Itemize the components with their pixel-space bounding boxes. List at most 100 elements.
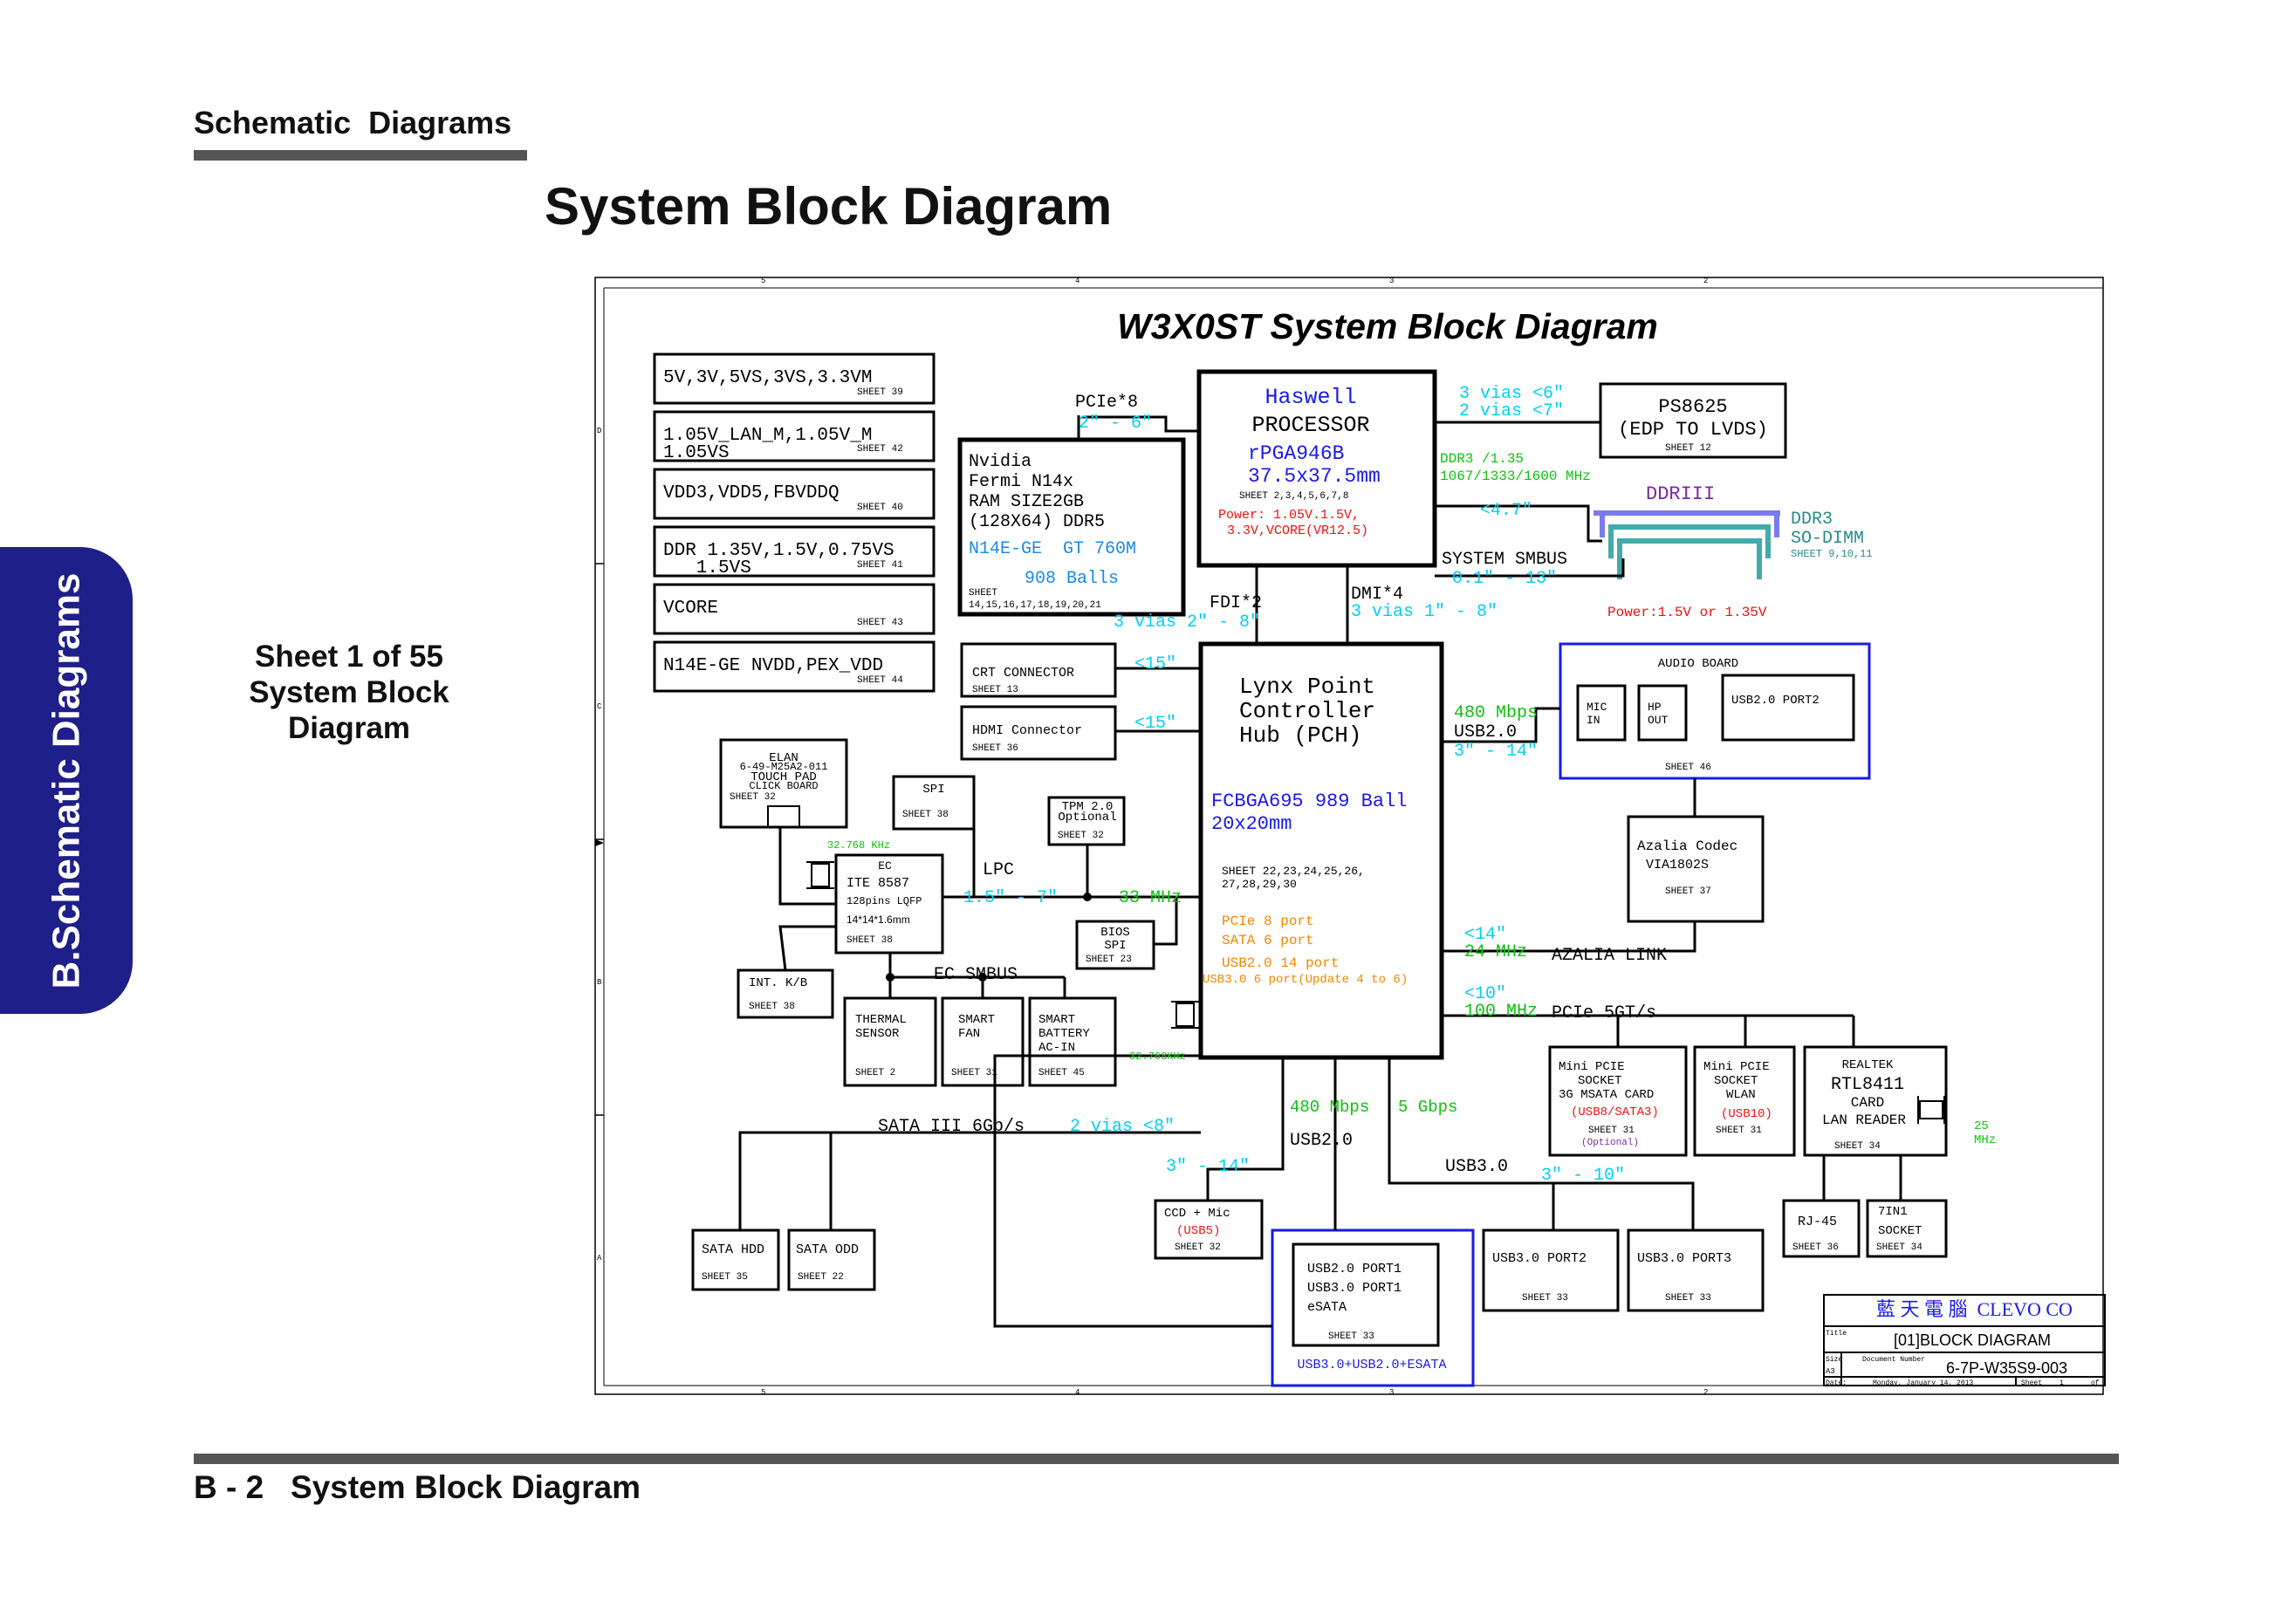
link-label: SATA III 6Gb/s (878, 1117, 1025, 1137)
sheet-ref: SHEET 39 (857, 387, 903, 398)
link-length: <14" (1464, 925, 1506, 945)
cpu-type: PROCESSOR (1251, 413, 1369, 438)
pch-port: SATA 6 port (1222, 933, 1314, 948)
power-box-label: VDD3,VDD5,FBVDDQ (663, 483, 840, 503)
link-label: PCIe*8 (1075, 393, 1138, 413)
title-block-label: of (2091, 1379, 2100, 1387)
link-label: USB2.0 (1290, 1131, 1353, 1151)
keyboard-label: INT. K/B (749, 976, 807, 990)
battery-line: BATTERY (1038, 1027, 1090, 1041)
pch-package: FCBGA695 989 Ball (1211, 790, 1407, 812)
border-number: 3 (1389, 277, 1394, 285)
pch-line: Lynx Point (1239, 674, 1375, 700)
page-title: System Block Diagram (545, 177, 1113, 236)
ddr-slot: SO-DIMM (1791, 529, 1864, 549)
audio-usb: USB2.0 PORT2 (1731, 694, 1820, 708)
sheet-frame (594, 277, 2104, 1395)
link-length: 3" - 14" (1166, 1157, 1250, 1177)
card-reader-block (1866, 1199, 1948, 1258)
title-block-doc: 6-7P-W35S9-003 (1946, 1359, 2067, 1377)
ec-line: ITE 8587 (846, 876, 909, 891)
link-length: 3" - 14" (1454, 742, 1538, 762)
power-box-label: N14E-GE NVDD,PEX_VDD (663, 656, 883, 676)
bios-line: BIOS (1100, 926, 1130, 940)
esata-line: USB2.0 PORT1 (1307, 1262, 1402, 1276)
sheet-ref: SHEET 22,23,24,25,26, (1222, 865, 1365, 878)
link-label: 480 Mbps (1454, 703, 1538, 723)
link-label: FDI*2 (1210, 593, 1262, 613)
usb3-port3-block (1627, 1228, 1765, 1312)
link-length: 3 vias 1" - 8" (1351, 602, 1498, 622)
sheet-ref: SHEET 35 (702, 1272, 748, 1283)
link-label: DDR3 /1.35 (1440, 451, 1524, 467)
sheet-ref: SHEET 38 (902, 810, 949, 820)
sheet-ref: SHEET 46 (1665, 763, 1711, 773)
cpu-size: 37.5x37.5mm (1248, 465, 1381, 488)
sheet-ref: SHEET 22 (798, 1272, 844, 1283)
title-block-label: Size (1826, 1356, 1842, 1364)
cpu-power: Power: 1.05V.1.5V, (1218, 508, 1360, 523)
border-number: 5 (761, 277, 765, 285)
gpu-block (957, 437, 1186, 617)
wiring (738, 415, 1902, 1328)
sheet-ref: SHEET 2,3,4,5,6,7,8 (1239, 491, 1348, 502)
sheet-ref: SHEET 36 (1792, 1242, 1839, 1253)
power-box-label: 1.05V_LAN_M,1.05V_M (663, 426, 872, 446)
border-number: 2 (1703, 1388, 1708, 1397)
realtek-line: CARD (1851, 1095, 1884, 1111)
codec-line: VIA1802S (1646, 858, 1709, 873)
esata-line: USB3.0 PORT1 (1307, 1281, 1402, 1296)
link-length: <15" (1134, 654, 1176, 674)
sheet-ref: SHEET 2 (855, 1068, 895, 1078)
sheet-note: Sheet 1 of 55 System Block Diagram (236, 639, 463, 746)
fan-line: SMART (958, 1013, 995, 1027)
power-box-label: 1.05VS (663, 443, 730, 463)
link-label: 24 MHz (1464, 942, 1527, 962)
border-letter: A (597, 1254, 602, 1263)
ec-line: 128pins LQFP (846, 895, 922, 907)
footer-rule (194, 1454, 2119, 1464)
ddr-slot: DDR3 (1791, 510, 1833, 530)
sheet-ref: SHEET 31 (951, 1068, 997, 1078)
power-box-label: VCORE (663, 599, 718, 619)
title-block-label: Document Number (1862, 1356, 1925, 1364)
sheet-ref: SHEET 9,10,11 (1791, 548, 1873, 560)
mic-label: IN (1587, 714, 1600, 727)
link-label: 100 MHz (1464, 1002, 1538, 1022)
pch-port: USB2.0 14 port (1222, 955, 1339, 971)
gpu-model: N14E-GE GT 760M (969, 539, 1136, 559)
crt-block (960, 642, 1117, 698)
sheet-ref: 27,28,29,30 (1222, 878, 1297, 891)
pch-line: Hub (PCH) (1239, 722, 1361, 749)
sheet-ref: SHEET 42 (857, 444, 903, 455)
spi-block (892, 775, 976, 831)
sheet-ref: SHEET 34 (1834, 1141, 1881, 1152)
msata-line: Mini PCIE (1559, 1060, 1625, 1074)
sheet-ref: SHEET 33 (1665, 1293, 1711, 1304)
ec-line: EC (878, 859, 892, 873)
rj45-label: RJ-45 (1798, 1215, 1837, 1229)
page-footer: B - 2 System Block Diagram (194, 1469, 641, 1505)
ddr-slot-icon (1593, 510, 1780, 579)
esata-block (1292, 1242, 1440, 1347)
msata-optional: (Optional) (1581, 1138, 1639, 1148)
touchpad-line: 6-49-M25A2-011 (740, 761, 828, 773)
sheet-ref: SHEET 34 (1876, 1242, 1922, 1253)
sheet-ref: SHEET 33 (1328, 1331, 1374, 1342)
mic-label: MIC (1587, 701, 1607, 714)
link-length: 1.5" - 7" (963, 888, 1058, 908)
section-header: Schematic Diagrams (194, 105, 512, 140)
touchpad-line: TOUCH PAD (750, 770, 817, 784)
sheet-ref: 14,15,16,17,18,19,20,21 (969, 600, 1101, 611)
sheet-note-line: Sheet 1 of 55 (255, 640, 443, 674)
ddr-label: DDRIII (1646, 483, 1715, 505)
codec-line: Azalia Codec (1637, 838, 1737, 854)
link-length: 2" - 6" (1079, 414, 1152, 434)
border-letter: B (597, 978, 602, 987)
sata-hdd-label: SATA HDD (702, 1242, 764, 1257)
touchpad-line: ELAN (769, 751, 798, 765)
card-reader-line: 7IN1 (1878, 1205, 1908, 1219)
sheet-ref: SHEET (969, 588, 997, 599)
ddr-power: Power:1.5V or 1.35V (1607, 605, 1767, 620)
